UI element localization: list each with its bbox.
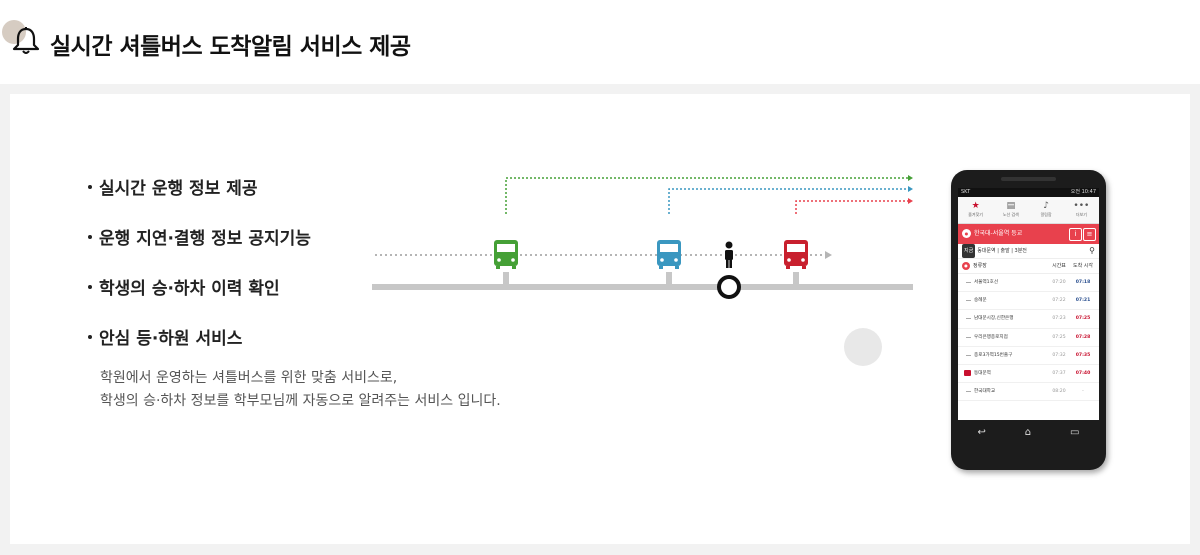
feature-item: 학생의 승·하차 이력 확인 <box>88 274 280 299</box>
stop-table-header: ●정류장 시간표 도착 시각 <box>958 259 1099 274</box>
current-stop-marker <box>717 275 741 299</box>
feature-item: 운행 지연·결행 정보 공지기능 <box>88 224 311 249</box>
bell-icon: ♪ <box>1043 201 1049 211</box>
bus-icon <box>494 240 518 269</box>
route-bar: ●한국대-서울역 등교 i ≡ <box>958 224 1099 244</box>
nav-more[interactable]: •••더보기 <box>1064 197 1099 223</box>
bus-icon <box>784 240 808 269</box>
header-decoration <box>2 20 26 44</box>
page-header: 실시간 셔틀버스 도착알림 서비스 제공 <box>0 0 1200 84</box>
bus-icon <box>657 240 681 269</box>
person-icon <box>725 241 733 268</box>
nav-route-search[interactable]: ▤노선 검색 <box>993 197 1028 223</box>
book-icon: ▤ <box>1006 201 1016 211</box>
bus-icon <box>964 369 971 376</box>
soft-keys: ↩ ⌂ ▭ <box>958 420 1099 444</box>
more-icon: ••• <box>1073 201 1090 211</box>
feature-item: 안심 등·하원 서비스 <box>88 324 242 349</box>
route-marker-icon: ● <box>962 261 970 270</box>
service-description: 학원에서 운영하는 셔틀버스를 위한 맞춤 서비스로, 학생의 승·하차 정보를… <box>100 370 501 409</box>
home-icon[interactable]: ⌂ <box>1024 426 1032 438</box>
star-icon: ★ <box>971 201 980 211</box>
bell-icon <box>12 27 40 54</box>
decor-circle <box>844 328 882 366</box>
nav-notifications[interactable]: ♪알림함 <box>1029 197 1064 223</box>
list-icon[interactable]: ≡ <box>1083 228 1096 241</box>
feature-item: 실시간 운행 정보 제공 <box>88 174 258 199</box>
nav-favorites[interactable]: ★즐겨찾기 <box>958 197 993 223</box>
page-title: 실시간 셔틀버스 도착알림 서비스 제공 <box>50 34 411 60</box>
shuttle-route-diagram <box>372 175 913 299</box>
map-pin-icon[interactable]: ⚲ <box>1089 246 1095 255</box>
info-icon[interactable]: i <box>1069 228 1082 241</box>
route-badge-icon: ● <box>962 229 971 238</box>
back-icon[interactable]: ↩ <box>977 426 986 438</box>
recent-apps-icon[interactable]: ▭ <box>1070 426 1080 438</box>
app-nav: ★즐겨찾기 ▤노선 검색 ♪알림함 •••더보기 <box>958 197 1099 224</box>
